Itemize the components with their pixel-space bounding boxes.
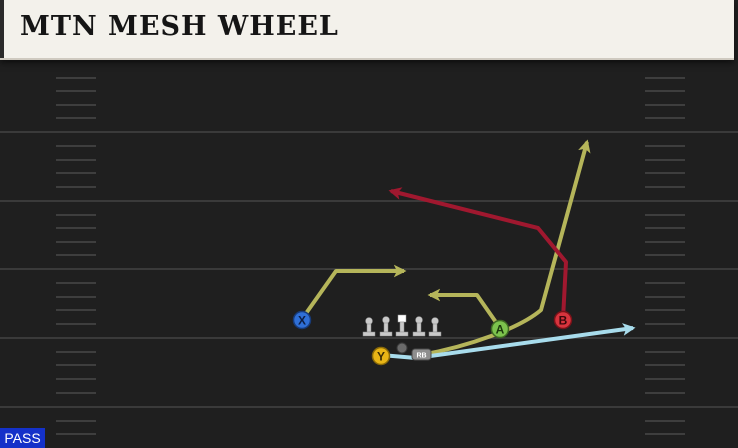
play-title: MTN MESH WHEEL — [20, 11, 339, 42]
player-a-label: A — [496, 323, 505, 337]
route-b — [388, 187, 568, 320]
player-x-label: X — [298, 314, 306, 328]
lineman-left-tackle — [362, 317, 376, 337]
title-bar: MTN MESH WHEEL — [0, 0, 734, 60]
play-type-badge: PASS — [0, 428, 45, 448]
lineman-right-tackle — [428, 317, 442, 337]
center-lineman — [395, 314, 409, 337]
quarterback-marker[interactable] — [396, 342, 408, 354]
player-y-label: Y — [377, 350, 385, 364]
route-a — [427, 288, 502, 330]
route-x — [300, 264, 407, 321]
title-bar-edge — [0, 0, 4, 58]
hash-marks-left — [56, 77, 96, 435]
lineman-left-guard — [379, 316, 393, 337]
lineman-right-guard — [412, 316, 426, 337]
player-x[interactable]: X — [292, 310, 312, 330]
player-b[interactable]: B — [553, 310, 573, 330]
player-rb-label: RB — [416, 353, 426, 360]
player-y[interactable]: Y — [371, 346, 391, 366]
player-rb[interactable]: RB — [411, 348, 432, 361]
player-a[interactable]: A — [490, 319, 510, 339]
player-b-label: B — [559, 314, 568, 328]
hash-marks-right — [645, 77, 685, 435]
offensive-line — [362, 314, 442, 337]
